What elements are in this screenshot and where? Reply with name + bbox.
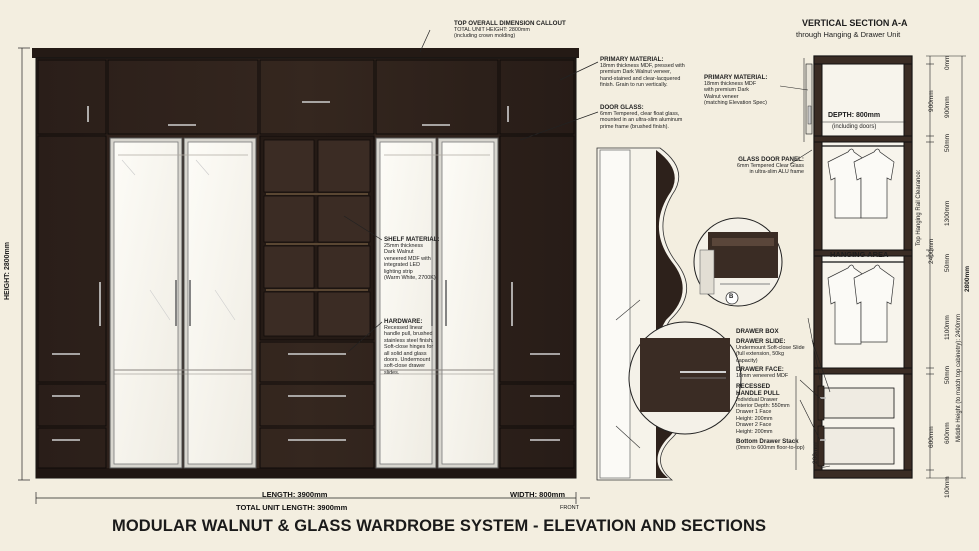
dim-right: 1100mm: [944, 315, 951, 340]
callout-line: finish. Grain to run vertically.: [600, 82, 668, 89]
left-glass-doors: [109, 137, 257, 469]
callout-line: lighting strip: [384, 268, 413, 275]
crown-molding: [32, 48, 579, 58]
dim-left: 600mm: [928, 426, 935, 448]
callout-shelf-material: SHELF MATERIAL: 25mm thickness Dark Waln…: [384, 236, 444, 281]
callout-line: TOTAL UNIT HEIGHT: 2800mm: [454, 27, 530, 33]
callout-line: (matching Elevation Spec): [704, 100, 767, 107]
callout-line: veneered MDF with: [384, 255, 431, 262]
callout-head: PRIMARY MATERIAL:: [600, 56, 664, 63]
drawer-box-label: DRAWER BOX: [736, 328, 779, 335]
callout-primary-material: PRIMARY MATERIAL: 18mm thickness MDF, pr…: [600, 56, 730, 89]
dim-total-height: 2800mm: [964, 265, 971, 292]
callout-line: 6mm Tempered Clear Glass: [736, 163, 804, 169]
callout-line: Dark Walnut: [384, 249, 414, 256]
callout-line: Drawer 1 Face: [736, 409, 772, 416]
callout-top-dimension: TOP OVERALL DIMENSION CALLOUT TOTAL UNIT…: [454, 20, 604, 40]
callout-line: mounted in an ultra-slim aluminum: [600, 117, 683, 124]
hanging-area-label: HANGING AREA: [830, 250, 889, 259]
callout-line: handle pull, brushed: [384, 331, 433, 338]
recessed-head: HANDLE PULL: [736, 389, 780, 397]
callout-line: Interior Depth: 550mm: [736, 403, 790, 410]
callout-line: with premium Dark: [704, 87, 749, 94]
dim-left: 900mm: [928, 90, 935, 112]
dim-right: 100mm: [944, 476, 951, 498]
hanging-shirts: [827, 148, 895, 345]
elevation-height-label: HEIGHT: 2800mm: [4, 242, 11, 300]
callout-line: premium Dark Walnut veneer,: [600, 69, 672, 76]
detail-b-marker: B: [729, 294, 734, 300]
section-drawer-notes: DRAWER BOX DRAWER SLIDE: Undermount Soft…: [736, 328, 826, 451]
dim-right: 600mm: [944, 422, 951, 444]
callout-line: Undermount Soft-close Slide: [736, 345, 805, 351]
drawer-slide-head: DRAWER SLIDE:: [736, 338, 786, 345]
dim-right: 900mm: [944, 96, 951, 118]
depth-label: DEPTH: 800mm: [828, 112, 881, 119]
center-shelving: [259, 135, 375, 469]
callout-line: 18mm veneered MDF: [736, 373, 789, 380]
front-label: FRONT: [560, 505, 579, 511]
callout-line: 25mm thickness: [384, 243, 423, 249]
callout-line: 18mm thickness MDF, pressed with: [600, 63, 685, 69]
dim-right: 0mm: [944, 55, 951, 70]
callout-line: 6mm Tempered, clear float glass,: [600, 111, 680, 117]
callout-door-glass: DOOR GLASS: 6mm Tempered, clear float gl…: [600, 104, 730, 130]
middle-height-label: Middle Height (to match top cabinetry): …: [956, 313, 962, 442]
callout-line: in ultra-slim ALU frame: [749, 169, 804, 176]
drawer-face-head: DRAWER FACE:: [736, 366, 784, 374]
top-handles: [87, 101, 509, 126]
dim-left: 200mm: [812, 442, 819, 464]
callout-head: DOOR GLASS:: [600, 104, 644, 111]
callout-line: Height: 200mm: [736, 415, 773, 422]
section-title: VERTICAL SECTION A-A: [802, 18, 908, 28]
dim-left: 2400mm: [928, 238, 935, 264]
section-glass-panel: GLASS DOOR PANEL: 6mm Tempered Clear Gla…: [704, 156, 804, 176]
callout-line: slides.: [384, 369, 400, 376]
callout-line: prime frame (brushed finish).: [600, 123, 669, 130]
callout-line: stainless steel finish.: [384, 337, 434, 344]
dim-right: 50mm: [944, 133, 951, 152]
rail-clearance-label: Top Hanging Rail Clearance:: [916, 169, 922, 246]
callout-head: SHELF MATERIAL:: [384, 236, 440, 243]
section-primary-material: PRIMARY MATERIAL: 18mm thickness MDF wit…: [704, 74, 804, 107]
dim-right: 50mm: [944, 253, 951, 272]
length-label: LENGTH: 3900mm: [262, 490, 328, 499]
depth-sub: (including doors): [832, 124, 877, 130]
section-subtitle: through Hanging & Drawer Unit: [796, 30, 901, 39]
callout-line: Individual Drawer: [736, 396, 778, 403]
callout-line: (0mm to 600mm floor-to-top): [736, 445, 805, 452]
vertical-section: [805, 55, 913, 479]
callout-line: hand-stained and clear-lacquered: [600, 75, 681, 82]
plinth: [36, 468, 576, 478]
callout-line: Drawer 2 Face: [736, 422, 772, 429]
callout-head: PRIMARY MATERIAL:: [704, 74, 768, 81]
callout-line: (including crown molding): [454, 33, 516, 40]
callout-line: Recessed linear: [384, 325, 423, 331]
dim-right: 1300mm: [944, 200, 951, 226]
callout-head: GLASS DOOR PANEL:: [738, 156, 804, 163]
callout-line: all solid and glass: [384, 350, 427, 357]
recessed-head: RECESSED: [736, 382, 771, 390]
dim-right: 50mm: [944, 365, 951, 384]
width-label: WIDTH: 800mm: [510, 490, 566, 499]
callout-head: HARDWARE:: [384, 318, 423, 325]
callout-line: (Warm White, 2700K): [384, 275, 436, 282]
callout-line: integrated LED: [384, 262, 420, 269]
bottom-stack-head: Bottom Drawer Stack: [736, 438, 799, 446]
callout-hardware: HARDWARE: Recessed linear handle pull, b…: [384, 318, 446, 376]
callout-line: soft-close drawer: [384, 363, 426, 370]
callout-line: 18mm thickness MDF: [704, 81, 757, 87]
callout-line: Soft-close hinges for: [384, 344, 434, 351]
callout-head: TOP OVERALL DIMENSION CALLOUT: [454, 20, 566, 27]
right-glass-doors: [375, 137, 499, 469]
callout-line: capacity): [736, 357, 758, 364]
callout-line: (full extension, 50kg: [736, 351, 784, 358]
top-cabinets: [37, 59, 575, 135]
page-title: MODULAR WALNUT & GLASS WARDROBE SYSTEM -…: [112, 517, 767, 535]
callout-line: doors. Undermount: [384, 357, 431, 364]
callout-line: Height: 200mm: [736, 428, 773, 435]
total-length-label: TOTAL UNIT LENGTH: 3900mm: [236, 503, 348, 512]
callout-line: Walnut veneer: [704, 93, 739, 100]
